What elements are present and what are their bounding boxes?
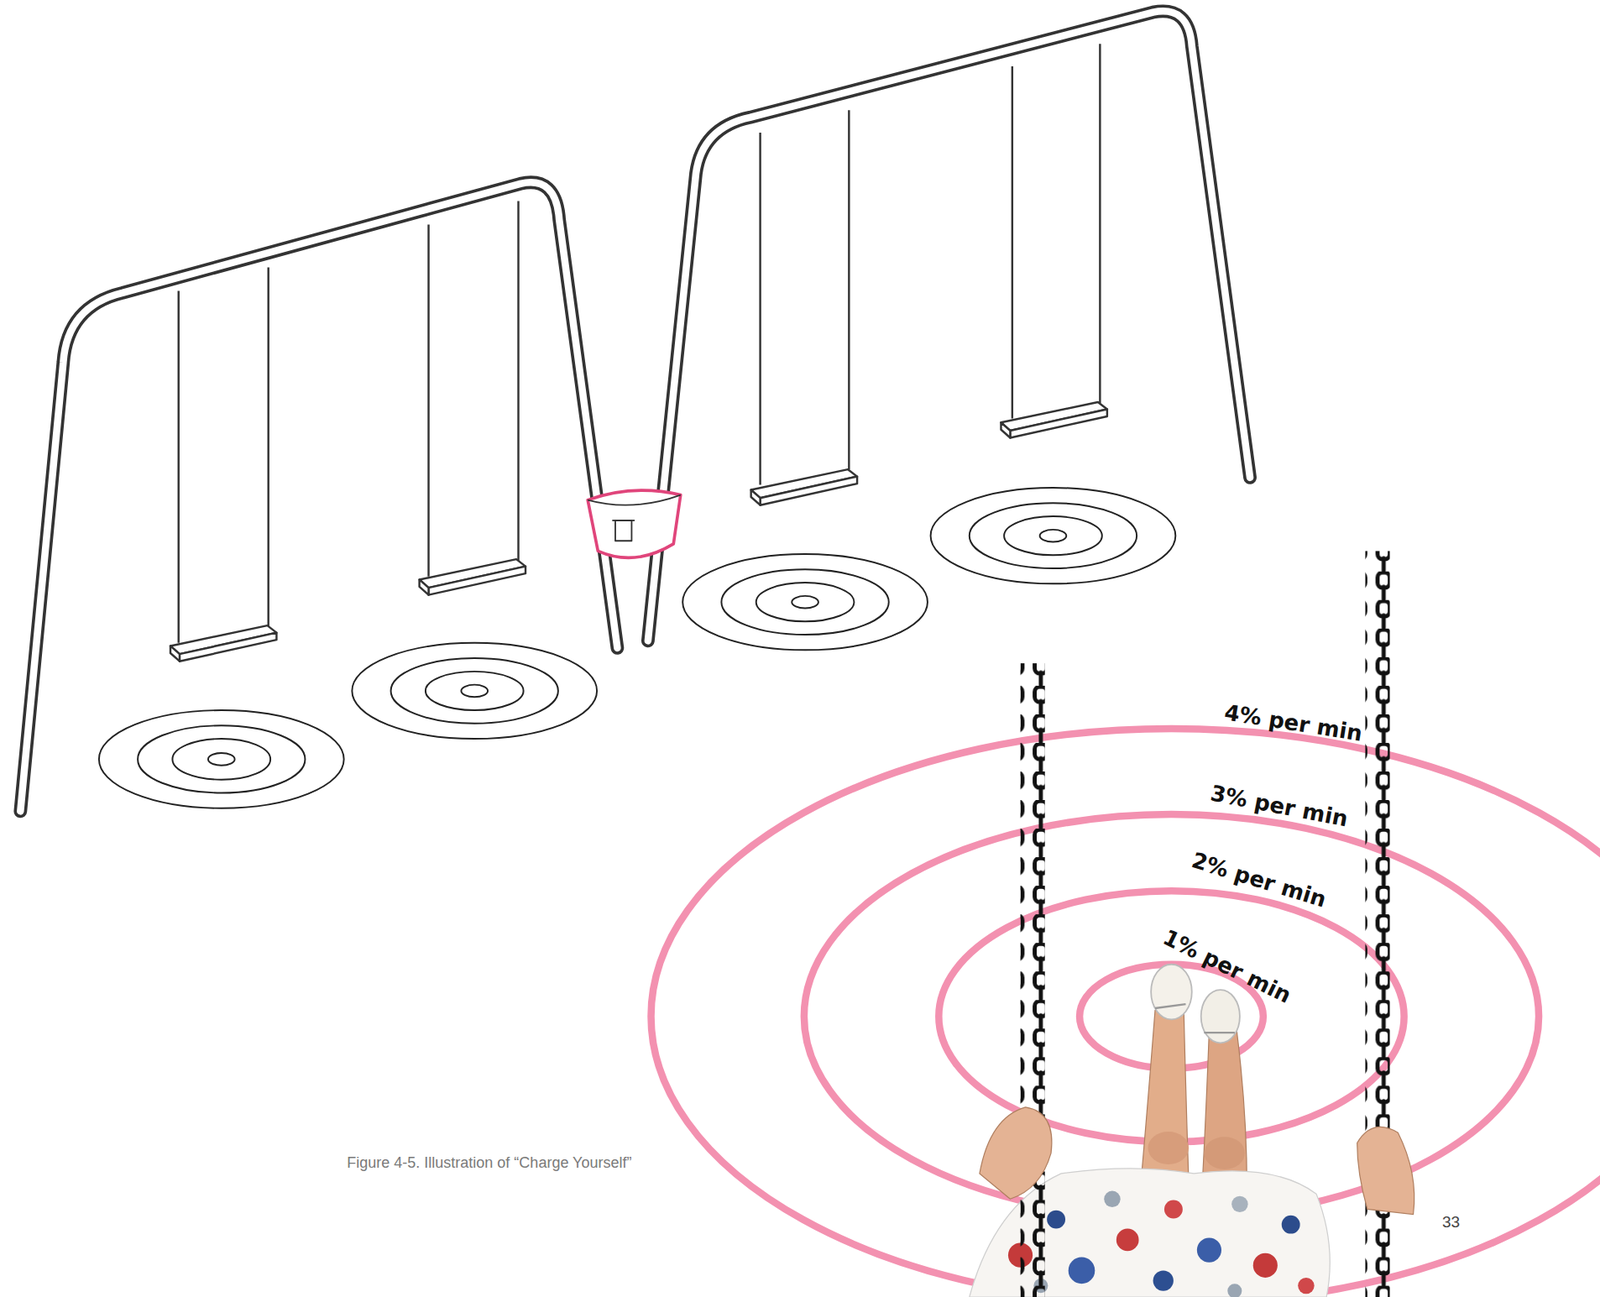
swing-chain-left [1020,663,1046,1297]
ground-rings [99,487,1176,809]
girl-on-swing [969,550,1415,1297]
swing-seats [170,402,1108,662]
page-number: 33 [1442,1213,1460,1232]
figure-caption: Figure 4-5. Illustration of “Charge Your… [346,1154,632,1172]
swing-frame-right [648,10,1250,641]
dress-dots [1008,1191,1315,1297]
charge-rings [651,728,1600,1297]
swing-frame-left [20,182,617,811]
charging-cup [587,490,681,558]
swing-ropes [178,43,1101,644]
